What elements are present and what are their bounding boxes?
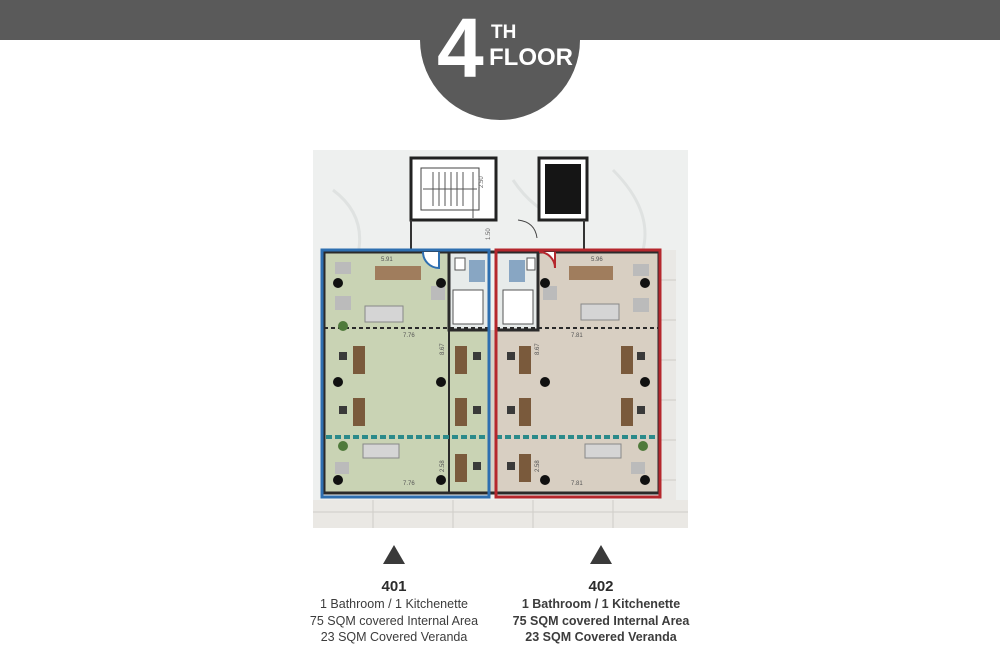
bottom-walkway	[313, 500, 688, 528]
unit-402-number: 402	[588, 578, 614, 595]
unit-402-internal-area: 75 SQM covered Internal Area	[512, 613, 690, 628]
dim-401-bottom: 7.76	[403, 481, 415, 487]
dim-402-bottom: 7.81	[571, 481, 583, 487]
dim-402-top: 5.96	[591, 257, 603, 263]
unit-401-outline	[320, 248, 491, 499]
dim-402-veranda: 2.58	[535, 460, 541, 472]
unit-401-veranda: 23 SQM Covered Veranda	[320, 630, 468, 644]
unit-401-rooms: 1 Bathroom / 1 Kitchenette	[319, 597, 468, 611]
right-veranda-strip	[658, 250, 676, 500]
floor-plan-drawing: 2.50 1.50	[313, 150, 688, 528]
dim-401-top: 5.91	[381, 257, 393, 263]
dim-stair: 2.50	[479, 176, 485, 188]
dim-402-mid: 7.81	[571, 333, 583, 339]
plant-icon	[338, 441, 348, 451]
structural-columns	[333, 278, 650, 485]
floor-word: FLOOR	[489, 44, 573, 71]
plant-icon	[638, 441, 648, 451]
dim-401-mid: 7.76	[403, 333, 415, 339]
unit-402-outline	[494, 248, 662, 499]
unit-402-desk	[569, 266, 613, 280]
floor-plan: 2.50 1.50	[313, 150, 688, 528]
floor-suffix: TH	[491, 22, 517, 43]
unit-401-internal-area: 75 SQM covered Internal Area	[309, 613, 479, 628]
unit-402-info: 402 1 Bathroom / 1 Kitchenette 75 SQM co…	[491, 540, 711, 646]
floor-number: 4	[437, 1, 484, 95]
unit-402-veranda: 23 SQM Covered Veranda	[525, 630, 677, 644]
up-arrow-icon	[590, 545, 612, 564]
dim-401-depth: 8.67	[440, 343, 446, 355]
dim-401-veranda: 2.58	[440, 460, 446, 472]
unit-401-desk	[375, 266, 421, 280]
unit-401-number: 401	[381, 578, 407, 595]
dim-402-depth: 8.67	[535, 343, 541, 355]
unit-401-info: 401 1 Bathroom / 1 Kitchenette 75 SQM co…	[284, 540, 504, 646]
up-arrow-icon	[383, 545, 405, 564]
dim-corridor: 1.50	[486, 228, 492, 240]
plant-icon	[338, 321, 348, 331]
elevator-cabin	[545, 164, 581, 214]
unit-402-rooms: 1 Bathroom / 1 Kitchenette	[521, 597, 681, 611]
